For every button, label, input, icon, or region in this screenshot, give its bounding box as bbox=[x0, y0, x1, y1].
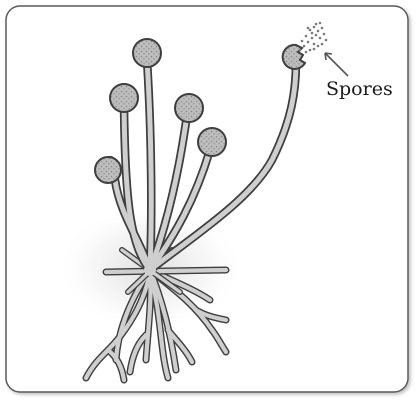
diagram-frame bbox=[6, 6, 408, 392]
spores-label: Spores bbox=[326, 78, 393, 100]
hyphae-hub bbox=[144, 264, 156, 276]
